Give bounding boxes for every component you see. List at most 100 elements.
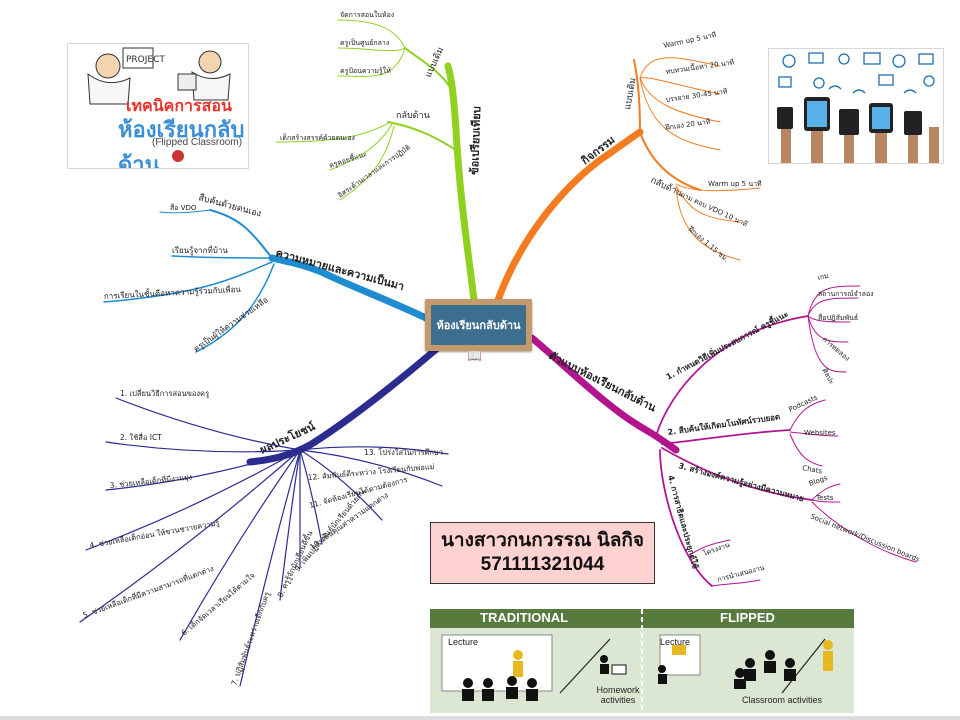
compare-traditional-branch [404,47,453,91]
compare-traditional-item[interactable]: ครูป้อนความรู้ให้ [340,66,391,75]
model-sub-item[interactable]: โครงงาน [702,540,731,558]
activities-traditional-item[interactable]: Warm up 5 นาที [663,31,718,50]
model-item-label[interactable]: 1. กำหนดวิธีเพิ่มประสบการณ์ ครูชี้แนะ [664,308,790,383]
model-sub-item[interactable]: Social network/Discussion boards [809,512,921,563]
model-sub-item[interactable]: การนำเสนองาน [716,564,765,584]
model-sub-leaf [789,399,826,431]
meaning-item-label[interactable]: การเรียนในชั้นคือหาความรู้ร่วมกับเพื่อน [104,283,242,302]
meaning-item-label[interactable]: เรียนรู้จากที่บ้าน [172,244,228,256]
banner-homework: Homework activities [596,685,640,705]
benefits-item-label[interactable]: 3. ช่วยเหลือเด็กที่มีงานยุ่ง [109,471,193,490]
model-sub-item[interactable]: เกม [817,272,830,282]
benefits-item-branch [85,449,301,551]
activities-flipped-leaf [675,185,741,223]
meaning-item-branch [171,255,273,259]
benefits-item-label[interactable]: 2. ใช้สื่อ ICT [120,432,162,442]
model-item-label[interactable]: 4. การสาธิตและประยุกต์ใช้ [665,474,701,571]
activities-traditional-item[interactable]: บรรยาย 30-45 นาที [665,87,728,104]
banner-flipped-label: FLIPPED [720,610,775,625]
activities-main-branch [494,128,644,304]
activities-traditional-item[interactable]: ทบทวนเนื้อหา 20 นาที [665,55,735,76]
student-id: 571111321044 [480,554,605,575]
banner-lecture-left: Lecture [448,637,479,647]
benefits-item-label[interactable]: 1. เปลี่ยนวิธีการสอนของครู [120,388,209,398]
benefits-item-label[interactable]: 5. ช่วยเหลือเด็กที่มีความสามารถที่แตกต่า… [81,563,215,620]
model-item-label[interactable]: 3. สร้างองค์ความรู้อย่างมีความหมาย [677,460,805,504]
model-item-branch [659,449,713,587]
benefits-item-label[interactable]: 7. ปฏิสัมพันธ์ระหว่างเด็กกับครู [228,590,271,686]
benefits-item-label[interactable]: 13. โปร่งใสในการศึกษา [364,448,443,457]
banner-lecture-right: Lecture [660,637,691,647]
compare-flipped-item[interactable]: อิสระด้านเวลาและการปฏิบัติ [337,143,413,199]
activities-flipped-label[interactable]: กลับด้าน [649,175,684,199]
activities-flipped-item[interactable]: Warm up 5 นาที [708,180,762,188]
benefits-item-branch [299,446,449,455]
model-item-branch [661,447,813,501]
benefits-item-branch [299,449,383,521]
model-sub-leaf [811,499,841,503]
devices-icon [777,52,939,163]
student-name: นางสาวกนกวรรณ นิลกิจ [440,530,645,551]
meaning-item-label[interactable]: ครูเป็นผู้ให้ความช่วยเหลือ [191,294,270,354]
compare-traditional-item[interactable]: จัดการสอนในห้อง [340,10,394,19]
meaning-sub-item[interactable]: สื่อ VDO [170,203,197,212]
benefits-item-label[interactable]: 12. สัมพันธ์ดีระหว่าง โรงเรียนกับพ่อแม่ [307,462,435,482]
model-sub-item[interactable]: Websites [804,429,836,437]
model-item-branch [655,315,809,437]
model-sub-item[interactable]: การทดลอง [821,335,851,362]
traditional-vs-flipped-banner: TRADITIONAL FLIPPED [430,609,854,713]
model-sub-item[interactable]: สื่อปฏิสัมพันธ์ [818,313,858,322]
activities-traditional-label[interactable]: แบบเดิม [622,77,638,111]
compare-traditional-leaf [337,47,406,77]
activities-traditional-leaf [639,77,721,151]
benefits-item-branch [105,449,301,491]
activities-flipped-item[interactable]: ฝึกเอง 1.15 ชม. [686,224,731,263]
model-sub-item[interactable]: Tests [815,494,834,502]
compare-flipped-item[interactable]: เด็กสร้างสรรค์ด้วยตนเอง [280,133,355,142]
compare-traditional-item[interactable]: ครูเป็นศูนย์กลาง [340,38,389,47]
central-topic-title: ห้องเรียนกลับด้าน [436,319,521,332]
logo-line-2: ห้องเรียนกลับด้าน [118,117,245,169]
model-sub-item[interactable]: Chats [802,464,823,475]
meaning-item-branch [103,261,273,303]
chalkboard-frame: ห้องเรียนกลับด้าน [425,299,532,351]
central-topic-node[interactable]: ห้องเรียนกลับด้าน 📖 [425,299,532,363]
open-book-icon: 📖 [467,349,482,363]
chalkboard: ห้องเรียนกลับด้าน [431,305,526,345]
meaning-item-label[interactable]: สืบค้นด้วยตนเอง [197,192,262,219]
model-sub-leaf [807,297,859,317]
meaning-branch-label[interactable]: ความหมายและความเป็นมา [274,245,406,293]
activities-traditional-leaf [639,57,721,79]
activities-traditional-leaf [639,77,721,123]
model-sub-leaf [811,501,917,563]
model-sub-item[interactable]: ศิลปะ [820,367,836,386]
model-item-label[interactable]: 2. สืบค้นให้เกิดมโนทัศน์รวบยอด [667,411,781,437]
compare-flipped-item[interactable]: ครูคอยชี้แนะ [327,147,368,170]
benefits-item-branch [105,441,301,453]
compare-flipped-label[interactable]: กลับด้าน [396,110,430,121]
benefits-item-branch [299,449,443,487]
cartoon-people-icon: PROJECT [87,47,231,162]
model-sub-item[interactable]: สถานการณ์จำลอง [818,290,874,298]
activities-flipped-item[interactable]: ถาม ตอบ VDO 10 นาที [679,191,749,229]
benefits-item-branch [79,449,301,623]
model-branch-label[interactable]: ตัวแบบห้องเรียนกลับด้าน [547,349,659,415]
activities-traditional-branch [633,59,641,133]
compare-main-branch [444,62,478,304]
model-sub-leaf [789,433,823,467]
benefits-item-branch [239,449,301,687]
compare-flipped-branch [387,121,457,151]
activities-flipped-leaf [675,183,761,192]
benefits-item-branch [279,449,301,601]
flipped-classroom-logo-image: PROJECT เทคนิคการสอน ห้องเรียนกลับด้าน (… [67,43,249,169]
model-sub-leaf [789,431,839,437]
activities-traditional-item[interactable]: ฝึกเอง 20 นาที [664,117,711,132]
meaning-item-branch [195,263,275,353]
model-sub-leaf [807,315,849,343]
technology-hands-image [768,48,944,164]
meaning-item-branch [209,209,273,259]
model-item-branch [661,429,791,445]
compare-branch-label[interactable]: ข้อเปรียบเทียบ [468,106,483,175]
model-sub-item[interactable]: Blogs [808,474,829,488]
